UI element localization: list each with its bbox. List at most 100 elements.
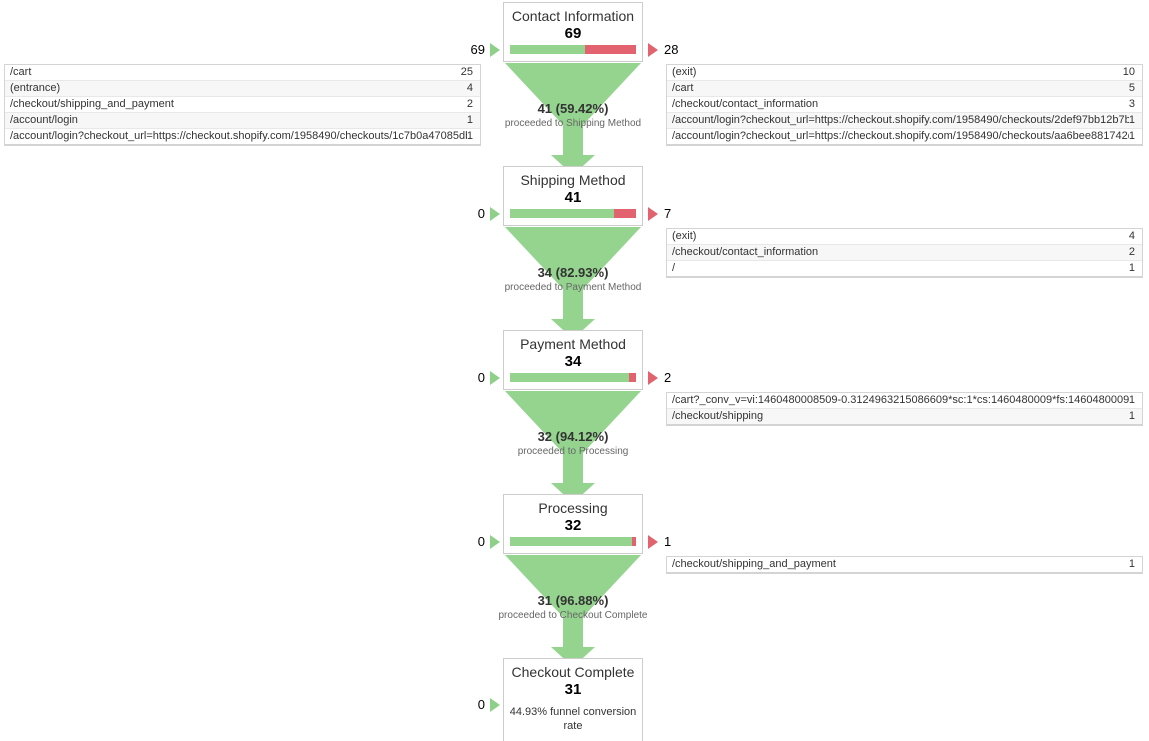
exit-destinations-table-2[interactable]: (exit) 4 /checkout/contact_information 2… xyxy=(666,228,1143,278)
step-count: 31 xyxy=(564,681,582,698)
step-entrance-marker-3: 0 xyxy=(440,371,500,385)
row-value: 5 xyxy=(1128,82,1135,94)
exit-count: 1 xyxy=(664,534,672,549)
row-label: /cart?_conv_v=vi:1460480008509-0.3124963… xyxy=(672,394,1129,406)
row-value: 1 xyxy=(1128,114,1135,126)
table-row[interactable]: (exit) 10 xyxy=(667,65,1142,81)
step-progress-fill xyxy=(510,45,585,54)
table-row[interactable]: /account/login?checkout_url=https://chec… xyxy=(667,129,1142,144)
funnel-cone-shape xyxy=(505,227,641,339)
step-exit-marker-1: 28 xyxy=(648,43,678,57)
table-row[interactable]: (entrance) 4 xyxy=(5,81,480,97)
table-row[interactable]: /cart 25 xyxy=(5,65,480,81)
funnel-conversion-rate: 44.93% funnel conversion rate xyxy=(509,706,637,732)
arrow-right-red-icon xyxy=(648,207,658,221)
entrance-count: 69 xyxy=(470,42,485,57)
funnel-step-checkout-complete[interactable]: Checkout Complete 31 44.93% funnel conve… xyxy=(503,658,643,741)
step-count: 41 xyxy=(564,189,582,206)
entrance-count: 0 xyxy=(477,697,485,712)
table-row[interactable]: /checkout/shipping_and_payment 2 xyxy=(5,97,480,113)
row-value: 1 xyxy=(1128,410,1135,422)
row-value: 1 xyxy=(466,130,473,142)
funnel-connector-1: 41 (59.42%) proceeded to Shipping Method xyxy=(503,63,643,175)
step-title: Payment Method xyxy=(520,336,626,352)
row-value: 2 xyxy=(466,98,473,110)
table-row[interactable]: /checkout/shipping_and_payment 1 xyxy=(667,557,1142,572)
table-row[interactable]: /account/login 1 xyxy=(5,113,480,129)
row-label: /checkout/contact_information xyxy=(672,246,819,258)
row-value: 25 xyxy=(460,66,473,78)
step-progress-bar xyxy=(510,209,636,218)
funnel-connector-3: 32 (94.12%) proceeded to Processing xyxy=(503,391,643,503)
entrance-count: 0 xyxy=(477,370,485,385)
step-progress-bar xyxy=(510,537,636,546)
row-label: /checkout/shipping xyxy=(672,410,764,422)
row-label: /checkout/shipping_and_payment xyxy=(10,98,174,110)
arrow-right-red-icon xyxy=(648,43,658,57)
step-title: Contact Information xyxy=(511,8,635,24)
row-label: (entrance) xyxy=(10,82,61,94)
step-exit-marker-4: 1 xyxy=(648,535,671,549)
funnel-step-payment-method[interactable]: Payment Method 34 xyxy=(503,330,643,390)
row-value: 4 xyxy=(1128,230,1135,242)
exit-destinations-table-3[interactable]: /cart?_conv_v=vi:1460480008509-0.3124963… xyxy=(666,392,1143,426)
step-progress-fill xyxy=(510,209,615,218)
step-entrance-marker-1: 69 xyxy=(440,43,500,57)
arrow-right-green-icon xyxy=(490,207,500,221)
table-row[interactable]: /account/login?checkout_url=https://chec… xyxy=(667,113,1142,129)
row-label: /checkout/shipping_and_payment xyxy=(672,558,836,570)
step-entrance-marker-5: 0 xyxy=(440,698,500,712)
step-count: 32 xyxy=(564,517,582,534)
row-label: /account/login?checkout_url=https://chec… xyxy=(672,114,1129,126)
row-label: /account/login?checkout_url=https://chec… xyxy=(672,130,1129,142)
table-row[interactable]: /cart?_conv_v=vi:1460480008509-0.3124963… xyxy=(667,393,1142,409)
arrow-right-green-icon xyxy=(490,43,500,57)
table-row[interactable]: /account/login?checkout_url=https://chec… xyxy=(5,129,480,144)
step-progress-fill xyxy=(510,373,629,382)
entrance-count: 0 xyxy=(477,534,485,549)
exit-destinations-table-4[interactable]: /checkout/shipping_and_payment 1 xyxy=(666,556,1143,574)
funnel-step-shipping-method[interactable]: Shipping Method 41 xyxy=(503,166,643,226)
table-row[interactable]: / 1 xyxy=(667,261,1142,276)
table-row[interactable]: /checkout/contact_information 3 xyxy=(667,97,1142,113)
table-row[interactable]: /checkout/shipping 1 xyxy=(667,409,1142,424)
table-row[interactable]: (exit) 4 xyxy=(667,229,1142,245)
entrance-count: 0 xyxy=(477,206,485,221)
row-value: 10 xyxy=(1122,66,1135,78)
row-label: /account/login xyxy=(10,114,78,126)
funnel-step-contact-information[interactable]: Contact Information 69 xyxy=(503,2,643,62)
exit-count: 28 xyxy=(664,42,679,57)
arrow-right-red-icon xyxy=(648,371,658,385)
entrance-sources-table[interactable]: /cart 25 (entrance) 4 /checkout/shipping… xyxy=(4,64,481,146)
row-label: /account/login?checkout_url=https://chec… xyxy=(10,130,467,142)
row-value: 1 xyxy=(466,114,473,126)
table-row[interactable]: /cart 5 xyxy=(667,81,1142,97)
row-label: (exit) xyxy=(672,66,697,78)
row-value: 4 xyxy=(466,82,473,94)
row-value: 3 xyxy=(1128,98,1135,110)
row-label: / xyxy=(672,262,676,274)
row-label: /cart xyxy=(672,82,694,94)
funnel-cone-shape xyxy=(505,555,641,667)
table-row[interactable]: /checkout/contact_information 2 xyxy=(667,245,1142,261)
row-label: /checkout/contact_information xyxy=(672,98,819,110)
arrow-right-green-icon xyxy=(490,535,500,549)
exit-count: 7 xyxy=(664,206,672,221)
step-progress-bar xyxy=(510,373,636,382)
funnel-step-processing[interactable]: Processing 32 xyxy=(503,494,643,554)
row-value: 1 xyxy=(1128,130,1135,142)
step-count: 69 xyxy=(564,25,582,42)
step-progress-fill xyxy=(510,537,633,546)
exit-count: 2 xyxy=(664,370,672,385)
row-value: 1 xyxy=(1128,558,1135,570)
exit-destinations-table-1[interactable]: (exit) 10 /cart 5 /checkout/contact_info… xyxy=(666,64,1143,146)
step-entrance-marker-4: 0 xyxy=(440,535,500,549)
funnel-connector-4: 31 (96.88%) proceeded to Checkout Comple… xyxy=(499,555,647,667)
step-exit-marker-3: 2 xyxy=(648,371,671,385)
step-exit-marker-2: 7 xyxy=(648,207,671,221)
step-progress-bar xyxy=(510,45,636,54)
step-entrance-marker-2: 0 xyxy=(440,207,500,221)
funnel-cone-shape xyxy=(505,391,641,503)
step-title: Shipping Method xyxy=(520,172,626,188)
